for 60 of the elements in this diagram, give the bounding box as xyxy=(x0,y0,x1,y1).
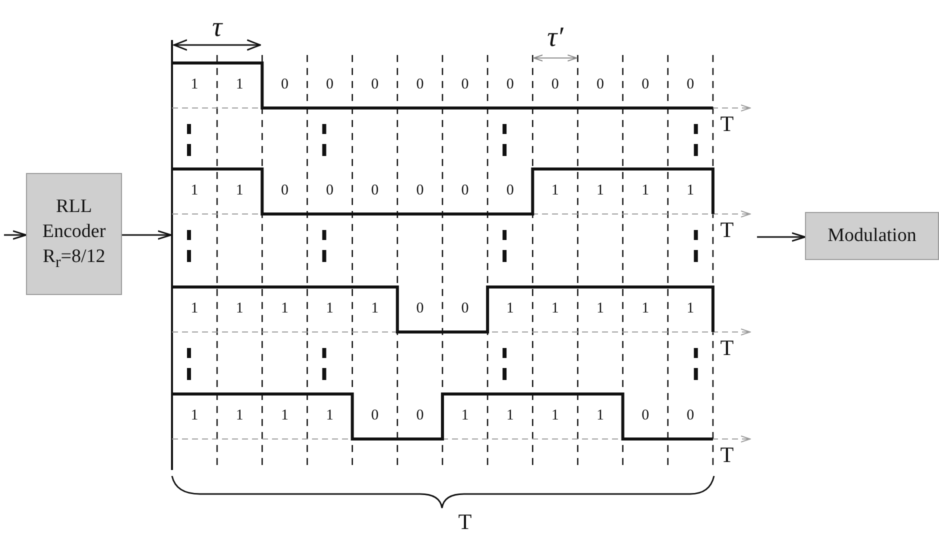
bit-value: 1 xyxy=(236,184,244,198)
duration-label: τ′ xyxy=(547,24,564,52)
bit-value: 0 xyxy=(416,78,424,92)
bit-value: 0 xyxy=(461,302,469,316)
bit-value: 0 xyxy=(686,408,694,424)
bit-value: 0 xyxy=(416,408,424,424)
bit-value: 1 xyxy=(551,184,559,198)
bit-value: 0 xyxy=(461,78,469,92)
bit-value: 1 xyxy=(551,302,559,316)
time-label: T xyxy=(458,511,472,533)
time-label: T xyxy=(720,337,734,359)
bit-value: 1 xyxy=(506,408,514,424)
bit-value: 1 xyxy=(326,302,334,316)
bit-value: 1 xyxy=(190,302,198,316)
bit-value: 1 xyxy=(236,302,244,316)
arrow xyxy=(4,230,27,240)
bit-value: 1 xyxy=(642,302,650,316)
bit-value: 1 xyxy=(596,408,604,424)
bit-value: 1 xyxy=(596,184,604,198)
encoder-box: RLL Encoder R$_{r}$=8/12 xyxy=(26,173,122,295)
arrow xyxy=(122,230,172,240)
bit-value: 0 xyxy=(416,302,424,316)
bit-value: 1 xyxy=(461,408,469,424)
bit-value: 1 xyxy=(686,302,694,316)
bit-value: 1 xyxy=(190,78,198,92)
bit-value: 1 xyxy=(506,302,514,316)
bit-value: 0 xyxy=(371,408,379,424)
bit-value: 1 xyxy=(280,408,288,424)
bit-value: 1 xyxy=(686,184,694,198)
bit-value: 1 xyxy=(190,184,198,198)
bit-value: 1 xyxy=(596,302,604,316)
bit-value: 0 xyxy=(416,184,424,198)
bit-value: 0 xyxy=(326,184,334,198)
bit-value: 0 xyxy=(506,78,514,92)
time-label: T xyxy=(720,444,734,466)
bit-value: 1 xyxy=(280,302,288,316)
bit-value: 1 xyxy=(551,408,559,424)
bit-value: 0 xyxy=(642,78,650,92)
bit-value: 1 xyxy=(236,78,244,92)
bit-value: 0 xyxy=(326,78,334,92)
time-label: T xyxy=(720,113,734,135)
bit-value: 0 xyxy=(686,78,694,92)
bit-value: 1 xyxy=(326,408,334,424)
bit-value: 0 xyxy=(280,184,288,198)
bit-value: 1 xyxy=(642,184,650,198)
bit-value: 0 xyxy=(280,78,288,92)
bit-value: 0 xyxy=(551,78,559,92)
bit-value: 0 xyxy=(506,184,514,198)
duration-label: τ xyxy=(212,14,222,42)
bit-value: 1 xyxy=(371,302,379,316)
bit-value: 1 xyxy=(236,408,244,424)
bit-value: 0 xyxy=(596,78,604,92)
bit-value: 0 xyxy=(371,78,379,92)
time-label: T xyxy=(720,219,734,241)
bit-value: 0 xyxy=(461,184,469,198)
bit-value: 0 xyxy=(642,408,650,424)
arrow xyxy=(757,232,806,242)
modulation-box: Modulation xyxy=(805,212,939,260)
bit-value: 0 xyxy=(371,184,379,198)
bit-value: 1 xyxy=(190,408,198,424)
